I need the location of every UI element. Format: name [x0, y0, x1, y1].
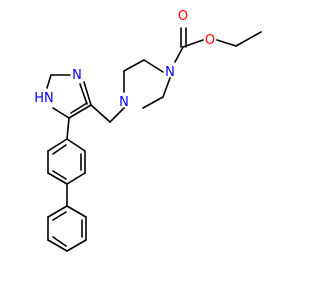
structure-drawing: O O N N N HN [34, 9, 262, 252]
ethyl-ester-group [174, 27, 262, 63]
ring-bond [66, 138, 86, 152]
ring-bond-double [52, 170, 67, 180]
ring-bond [162, 77, 171, 98]
carbonyl-oxygen-label: O [178, 9, 188, 24]
bond-ch3-ch2 [235, 31, 262, 47]
ring-bond [66, 172, 86, 185]
ring-bond [52, 107, 70, 119]
ring-bond [66, 239, 87, 252]
ring-bond-double [52, 236, 67, 247]
pyrazole-ring [46, 74, 92, 119]
ester-oxygen-label: O [205, 33, 215, 48]
phenyl-ring-inner [47, 138, 86, 185]
ring-bond [46, 74, 52, 89]
ring-bond [47, 205, 68, 218]
pyrazole-nh-label: HN [34, 91, 54, 106]
ring-bond [142, 96, 164, 109]
phenyl-ring-outer [47, 205, 87, 252]
ring-bond [47, 172, 68, 185]
molecule-canvas: O O N N N HN [34, 9, 262, 252]
ring-bond [83, 81, 92, 106]
piperazine-ring [123, 59, 171, 109]
piperazine-n4-label: N [119, 95, 129, 110]
ring-bond [143, 59, 164, 73]
pyrazole-n-label: N [72, 68, 82, 83]
ring-bond [68, 104, 92, 119]
bond-n-ch2 [109, 107, 125, 123]
ring-bond [47, 239, 68, 252]
ring-bond-double [79, 83, 88, 105]
ring-bond-double [70, 102, 88, 114]
bond-carbonyl-n [174, 46, 184, 63]
ring-bond-double [52, 211, 67, 221]
piperazine-n1-label: N [165, 65, 175, 80]
bond-ch2-o [216, 39, 237, 47]
bond-pyrazole-phenyl [66, 117, 70, 140]
methylene-linker [90, 104, 125, 123]
ring-bond-double [52, 144, 67, 155]
ring-bond [47, 138, 68, 152]
ring-bond [123, 59, 145, 72]
ring-bond [66, 205, 87, 218]
bond-ch2-pyrazole [90, 104, 111, 123]
